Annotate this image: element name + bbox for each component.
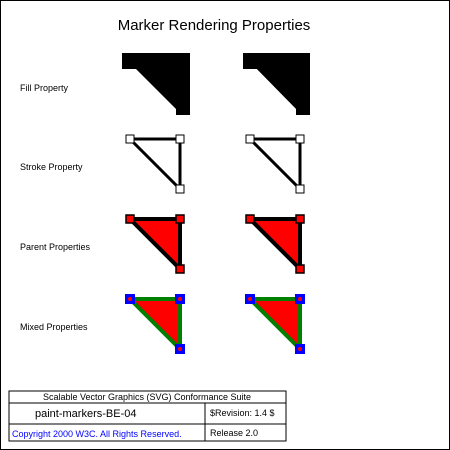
- conformance-footer: Scalable Vector Graphics (SVG) Conforman…: [8, 390, 287, 442]
- mixed-properties-shape-right: [245, 294, 305, 354]
- row-label-fill: Fill Property: [20, 83, 69, 93]
- row-label-mixed: Mixed Properties: [20, 322, 88, 332]
- parent-properties-shape-right: [245, 214, 305, 274]
- fill-property-shape-right: [243, 53, 310, 115]
- row-label-parent: Parent Properties: [20, 242, 91, 252]
- suite-title: Scalable Vector Graphics (SVG) Conforman…: [43, 392, 251, 402]
- page-title: Marker Rendering Properties: [118, 17, 311, 34]
- stroke-property-shape-right: [245, 134, 305, 194]
- parent-properties-shape-left: [125, 214, 185, 274]
- copyright-link[interactable]: Copyright 2000 W3C. All Rights Reserved.: [12, 429, 182, 439]
- test-name: paint-markers-BE-04: [35, 408, 136, 420]
- row-label-stroke: Stroke Property: [20, 162, 83, 172]
- mixed-properties-shape-left: [125, 294, 185, 354]
- stroke-property-shape-left: [125, 134, 185, 194]
- fill-property-shape-left: [122, 53, 190, 115]
- revision-text: $Revision: 1.4 $: [210, 408, 275, 418]
- footer-frame: [8, 390, 287, 442]
- release-text: Release 2.0: [210, 428, 258, 438]
